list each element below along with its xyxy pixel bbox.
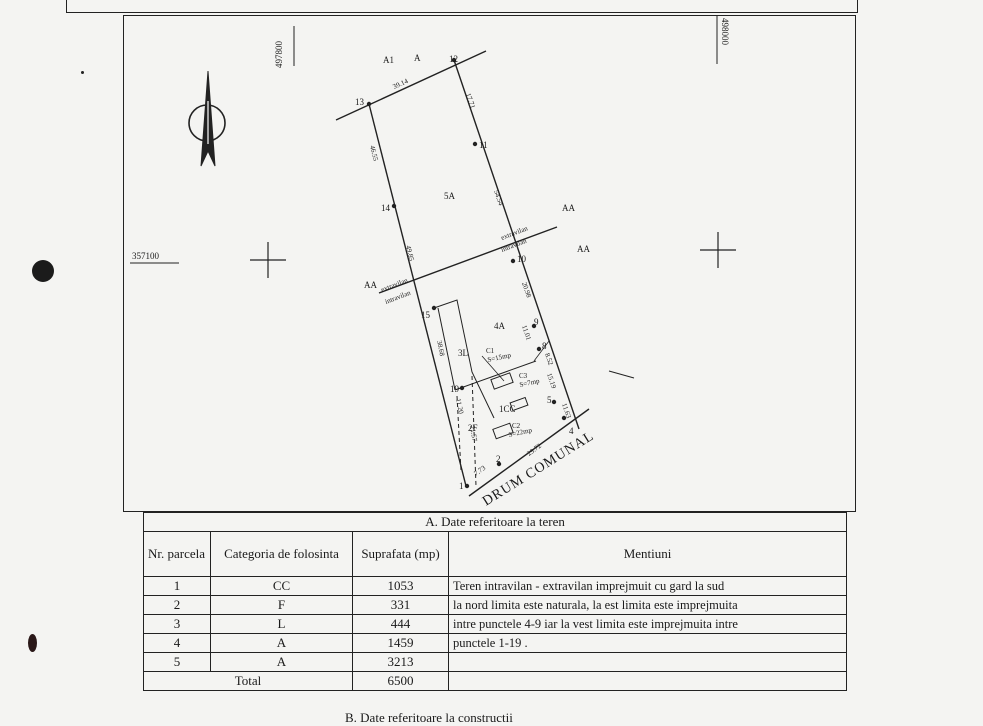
- construction-label: C1: [486, 347, 495, 355]
- parcel-label: A1: [383, 55, 394, 65]
- table-row: 4 A 1459 punctele 1-19 .: [143, 633, 848, 653]
- cell-mentiuni: la nord limita este naturala, la est lim…: [447, 595, 848, 615]
- punch-hole: [28, 634, 37, 652]
- header-nr-parcela: Nr. parcela: [143, 531, 211, 577]
- page-top-frame: [66, 0, 858, 13]
- road-label: DRUM COMUNAL: [480, 429, 597, 510]
- table-row: 5 A 3213: [143, 652, 848, 672]
- point-label: 15: [421, 310, 431, 320]
- parcel-label: 5A: [444, 191, 456, 201]
- ink-dot: [81, 71, 84, 74]
- dimension-label: 8.52: [543, 352, 555, 367]
- point-label: 2: [496, 454, 501, 464]
- survey-points: [366, 57, 567, 489]
- cell-suprafata: 444: [352, 614, 449, 634]
- cell-nr: 4: [143, 633, 211, 653]
- section-b-title: B. Date referitoare la constructii: [345, 710, 513, 725]
- land-data-table: A. Date referitoare la teren Nr. parcela…: [142, 512, 848, 691]
- table-title: A. Date referitoare la teren: [142, 512, 848, 532]
- point-label: 13: [355, 97, 365, 107]
- parcel-boundary: [335, 50, 635, 497]
- table-row: 1 CC 1053 Teren intravilan - extravilan …: [143, 576, 848, 596]
- dimension-label: 20.98: [520, 281, 533, 299]
- cell-suprafata: 1053: [352, 576, 449, 596]
- dimension-label: 54.54: [492, 189, 505, 207]
- parcel-label: AA: [562, 203, 575, 213]
- point-label: 1: [459, 481, 464, 491]
- table-row: 3 L 444 intre punctele 4-9 iar la vest l…: [143, 614, 848, 634]
- cell-categoria: L: [210, 614, 353, 634]
- coord-label: 497800: [274, 41, 284, 69]
- dimension-label: 21.57: [468, 425, 479, 442]
- dimension-label: 17.71: [464, 92, 477, 110]
- grid-cross: [700, 232, 736, 268]
- cell-categoria: A: [210, 633, 353, 653]
- cell-mentiuni: Teren intravilan - extravilan imprejmuit…: [447, 576, 848, 596]
- point-label: 4: [569, 426, 574, 436]
- parcel-label: 1CC: [499, 404, 516, 414]
- coord-label: 498000: [720, 18, 730, 46]
- dimension-label: 11.20: [454, 398, 465, 415]
- cell-nr: 5: [143, 652, 211, 672]
- table-row: 2 F 331 la nord limita este naturala, la…: [143, 595, 848, 615]
- point-label: 9: [534, 317, 539, 327]
- header-suprafata: Suprafata (mp): [352, 531, 449, 577]
- cell-suprafata: 3213: [352, 652, 449, 672]
- construction-label: C3: [519, 372, 528, 380]
- cell-mentiuni: [447, 671, 848, 691]
- dimension-label: 46.55: [368, 145, 380, 163]
- parcel-label: AA: [364, 280, 377, 290]
- dimension-label: 11.01: [520, 324, 533, 342]
- point-label: 12: [449, 54, 458, 64]
- point-label: 8: [542, 341, 547, 351]
- parcel-label: AA: [577, 244, 590, 254]
- parcel-label: 2F: [468, 423, 478, 433]
- total-label: Total: [143, 671, 353, 691]
- dimension-label: 15.19: [545, 372, 558, 390]
- table-total-row: Total 6500: [143, 671, 848, 691]
- point-label: 5: [547, 395, 552, 405]
- header-mentiuni: Mentiuni: [447, 531, 848, 577]
- cell-mentiuni: [447, 652, 848, 672]
- cell-categoria: A: [210, 652, 353, 672]
- construction-label: C2: [512, 422, 521, 430]
- cell-mentiuni: punctele 1-19 .: [447, 633, 848, 653]
- cell-nr: 3: [143, 614, 211, 634]
- cell-suprafata: 1459: [352, 633, 449, 653]
- cell-mentiuni: intre punctele 4-9 iar la vest limita es…: [447, 614, 848, 634]
- cell-nr: 2: [143, 595, 211, 615]
- plan-drawing: 497800 498000 357100: [130, 16, 736, 510]
- punch-hole: [32, 260, 54, 282]
- cell-nr: 1: [143, 576, 211, 596]
- dimension-label: 7.73: [472, 464, 487, 478]
- dimension-label: 49.85: [404, 245, 416, 263]
- cell-categoria: CC: [210, 576, 353, 596]
- grid-cross: [250, 242, 286, 278]
- parcel-label: 4A: [494, 321, 506, 331]
- coord-label: 357100: [132, 251, 160, 261]
- point-label: 10: [517, 254, 527, 264]
- header-categoria: Categoria de folosinta: [210, 531, 353, 577]
- dimension-label: 39.14: [392, 77, 410, 91]
- point-label: 11: [479, 140, 488, 150]
- cell-categoria: F: [210, 595, 353, 615]
- north-arrow-icon: [188, 70, 226, 167]
- cell-suprafata: 331: [352, 595, 449, 615]
- total-value: 6500: [352, 671, 449, 691]
- point-label: 14: [381, 203, 391, 213]
- cadastral-plan: 497800 498000 357100: [123, 15, 856, 512]
- dimension-label: 38.68: [435, 340, 446, 358]
- point-label: 19: [450, 384, 460, 394]
- parcel-label: A: [414, 53, 421, 63]
- parcel-label: 3L: [458, 348, 468, 358]
